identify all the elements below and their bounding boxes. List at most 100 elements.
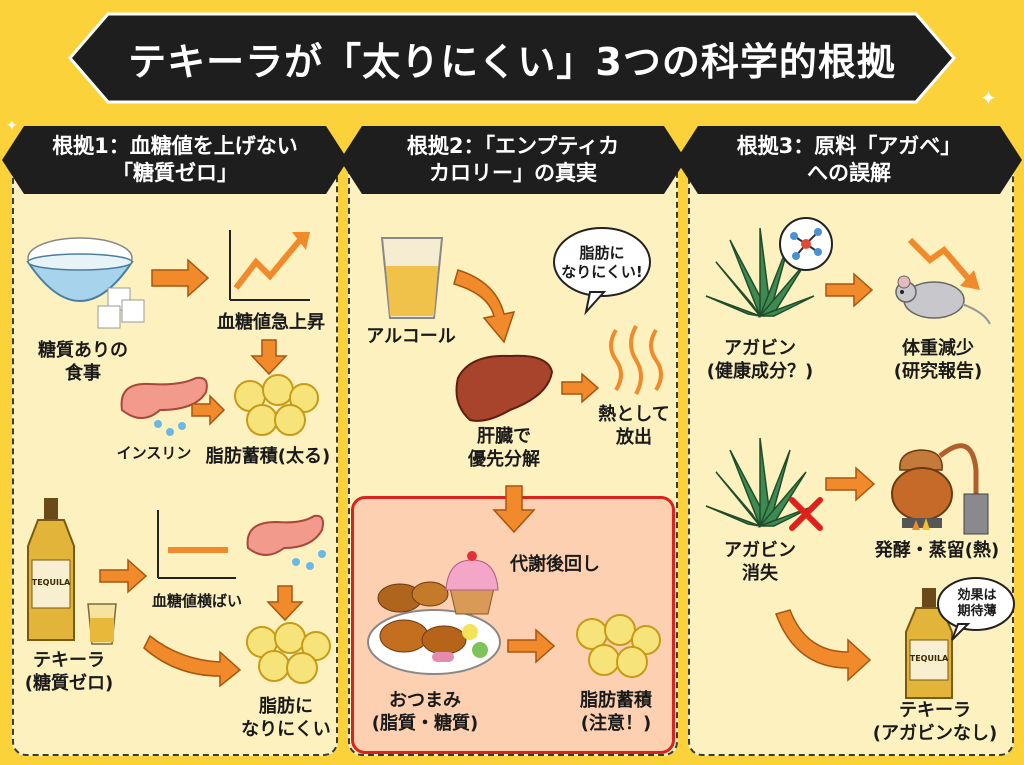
panel-3-header-shape [676,126,1022,194]
arrow-icon [507,628,556,664]
effect-bubble-text-line2: 期待薄 [957,604,997,620]
agavin-lost-label-line1: アガビン [724,540,796,561]
heat-label-line1: 熱として [598,404,670,425]
heat-waves-icon [609,325,663,395]
distill-label: 発酵・蒸留(熱) [874,540,1000,561]
tequila-bottle-icon [27,498,75,641]
page-title: テキーラが「太りにくい」3つの科学的根拠 [128,39,896,84]
flat-label: 血糖値横ばい [151,592,242,610]
agavin-lost-label: アガビン 消失 [710,540,810,585]
tequila-label: テキーラ (糖質ゼロ) [14,650,124,695]
panel-2-header-line2: カロリー」の真実 [429,161,597,185]
liver-label: 肝臓で 優先分解 [454,426,554,471]
snack-fat-label-line1: 脂肪蓄積 [580,690,652,711]
distillery-still-icon [891,443,989,535]
effect-bubble-text-line1: 効果は [957,588,997,603]
insulin-label: インスリン [116,444,192,462]
arrow-icon [151,258,210,298]
agavin-label-line2: (健康成分？) [706,360,814,382]
panel-1-header-shape [2,126,348,194]
bubble-text-line2: なりにくい! [561,262,643,281]
panel-1-header: 根拠1：血糖値を上げない 「糖質ゼロ」 [2,126,348,194]
sugar-cubes-icon [97,287,145,329]
weight-loss-label-line2: (研究報告) [893,360,983,382]
spike-label: 血糖値急上昇 [217,312,325,333]
sparkle-icon: ✦ [6,118,18,134]
tequila-label-line2: (糖質ゼロ) [24,672,114,694]
tequila-no-agavin-label: テキーラ (アガビンなし) [860,700,1010,745]
arrow-icon [266,585,304,622]
panel-2-header-shape [340,126,686,194]
snack-plate-icon [367,581,501,675]
arrow-icon [775,609,872,682]
liver-label-line2: 優先分解 [468,448,540,470]
bottle-label-text: TEQUILA [31,578,71,587]
glucose-flat-chart-icon [157,510,236,579]
no-fat-label-line2: なりにくい [241,718,331,740]
arrow-icon [453,269,516,344]
fat-cells-icon [234,374,319,436]
fat-store-label: 脂肪蓄積(太る) [205,446,331,467]
panel-1-header-line2: 「糖質ゼロ」 [112,161,238,185]
arrow-icon [561,372,600,404]
snack-label: おつまみ (脂質・糖質) [360,690,490,735]
rice-bowl-icon [26,237,134,302]
shot-glass-icon [87,603,117,645]
panel-2-header: 根拠2：「エンプティカ カロリー」の真実 [340,126,686,194]
heat-label-line2: 放出 [616,426,652,448]
heat-label: 熱として 放出 [594,404,674,449]
glucose-spike-chart-icon [229,230,310,301]
meal-label-line2: 食事 [65,362,101,384]
arrow-icon [191,394,226,426]
speech-bubble-icon [937,577,1015,641]
arrow-icon [99,558,148,594]
snack-fat-label: 脂肪蓄積 (注意！) [566,690,666,735]
speech-bubble-icon [553,227,651,316]
alcohol-label: アルコール [366,326,456,347]
agavin-label-line1: アガビン [724,338,796,359]
cross-mark-icon [789,497,823,531]
molecule-icon [779,217,833,271]
panel-3-header: 根拠3：原料「アガベ」 への誤解 [676,126,1022,194]
arrow-icon [492,485,536,534]
effect-bubble-text: 効果は 期待薄 [942,588,1012,621]
tequila-no-agavin-label-line1: テキーラ [899,700,971,721]
no-fat-label-line1: 脂肪に [259,696,313,717]
title-banner: テキーラが「太りにくい」3つの科学的根拠 [68,8,956,108]
meal-label: 糖質ありの 食事 [22,340,144,385]
weight-loss-label-line1: 体重減少 [902,338,974,359]
bubble-text: 脂肪に なりにくい! [556,244,648,282]
agavin-label: アガビン (健康成分？) [702,338,818,383]
mouse-icon [895,275,991,325]
panel-3-header-line1: 根拠3：原料「アガベ」 [736,134,962,159]
snack-label-line2: (脂質・糖質) [371,712,479,734]
fat-cells-icon [246,622,331,684]
no-fat-label: 脂肪に なりにくい [236,696,336,741]
fat-cells-icon [576,614,661,678]
panel-2-header-line1: 根拠2：「エンプティカ [406,134,620,159]
weight-down-trend-icon [907,237,980,290]
tequila-bottle-icon [905,588,953,699]
sparkle-icon: ✦ [980,86,997,110]
panel-1-header-line1: 根拠1：血糖値を上げない [52,134,298,159]
agavin-lost-label-line2: 消失 [742,562,778,584]
liver-label-line1: 肝臓で [477,426,531,447]
arrow-icon [250,339,288,376]
meal-label-line1: 糖質ありの [38,340,128,361]
pancreas-icon [120,376,208,436]
tequila-label-line1: テキーラ [33,650,105,671]
agave-plant-icon [705,227,815,319]
liver-icon [455,354,554,422]
bottle-label-text: TEQUILA [909,654,949,663]
title-banner-shape [68,12,956,104]
arrow-icon [825,466,876,502]
alcohol-glass-icon [380,237,444,319]
bubble-text-line1: 脂肪に [579,244,625,262]
cupcake-icon [445,551,499,615]
tequila-no-agavin-label-line2: (アガビンなし) [872,722,998,744]
arrow-icon [825,272,874,308]
weight-loss-label: 体重減少 (研究報告) [880,338,996,383]
snack-label-line1: おつまみ [389,690,461,711]
postpone-label: 代謝後回し [510,554,600,575]
